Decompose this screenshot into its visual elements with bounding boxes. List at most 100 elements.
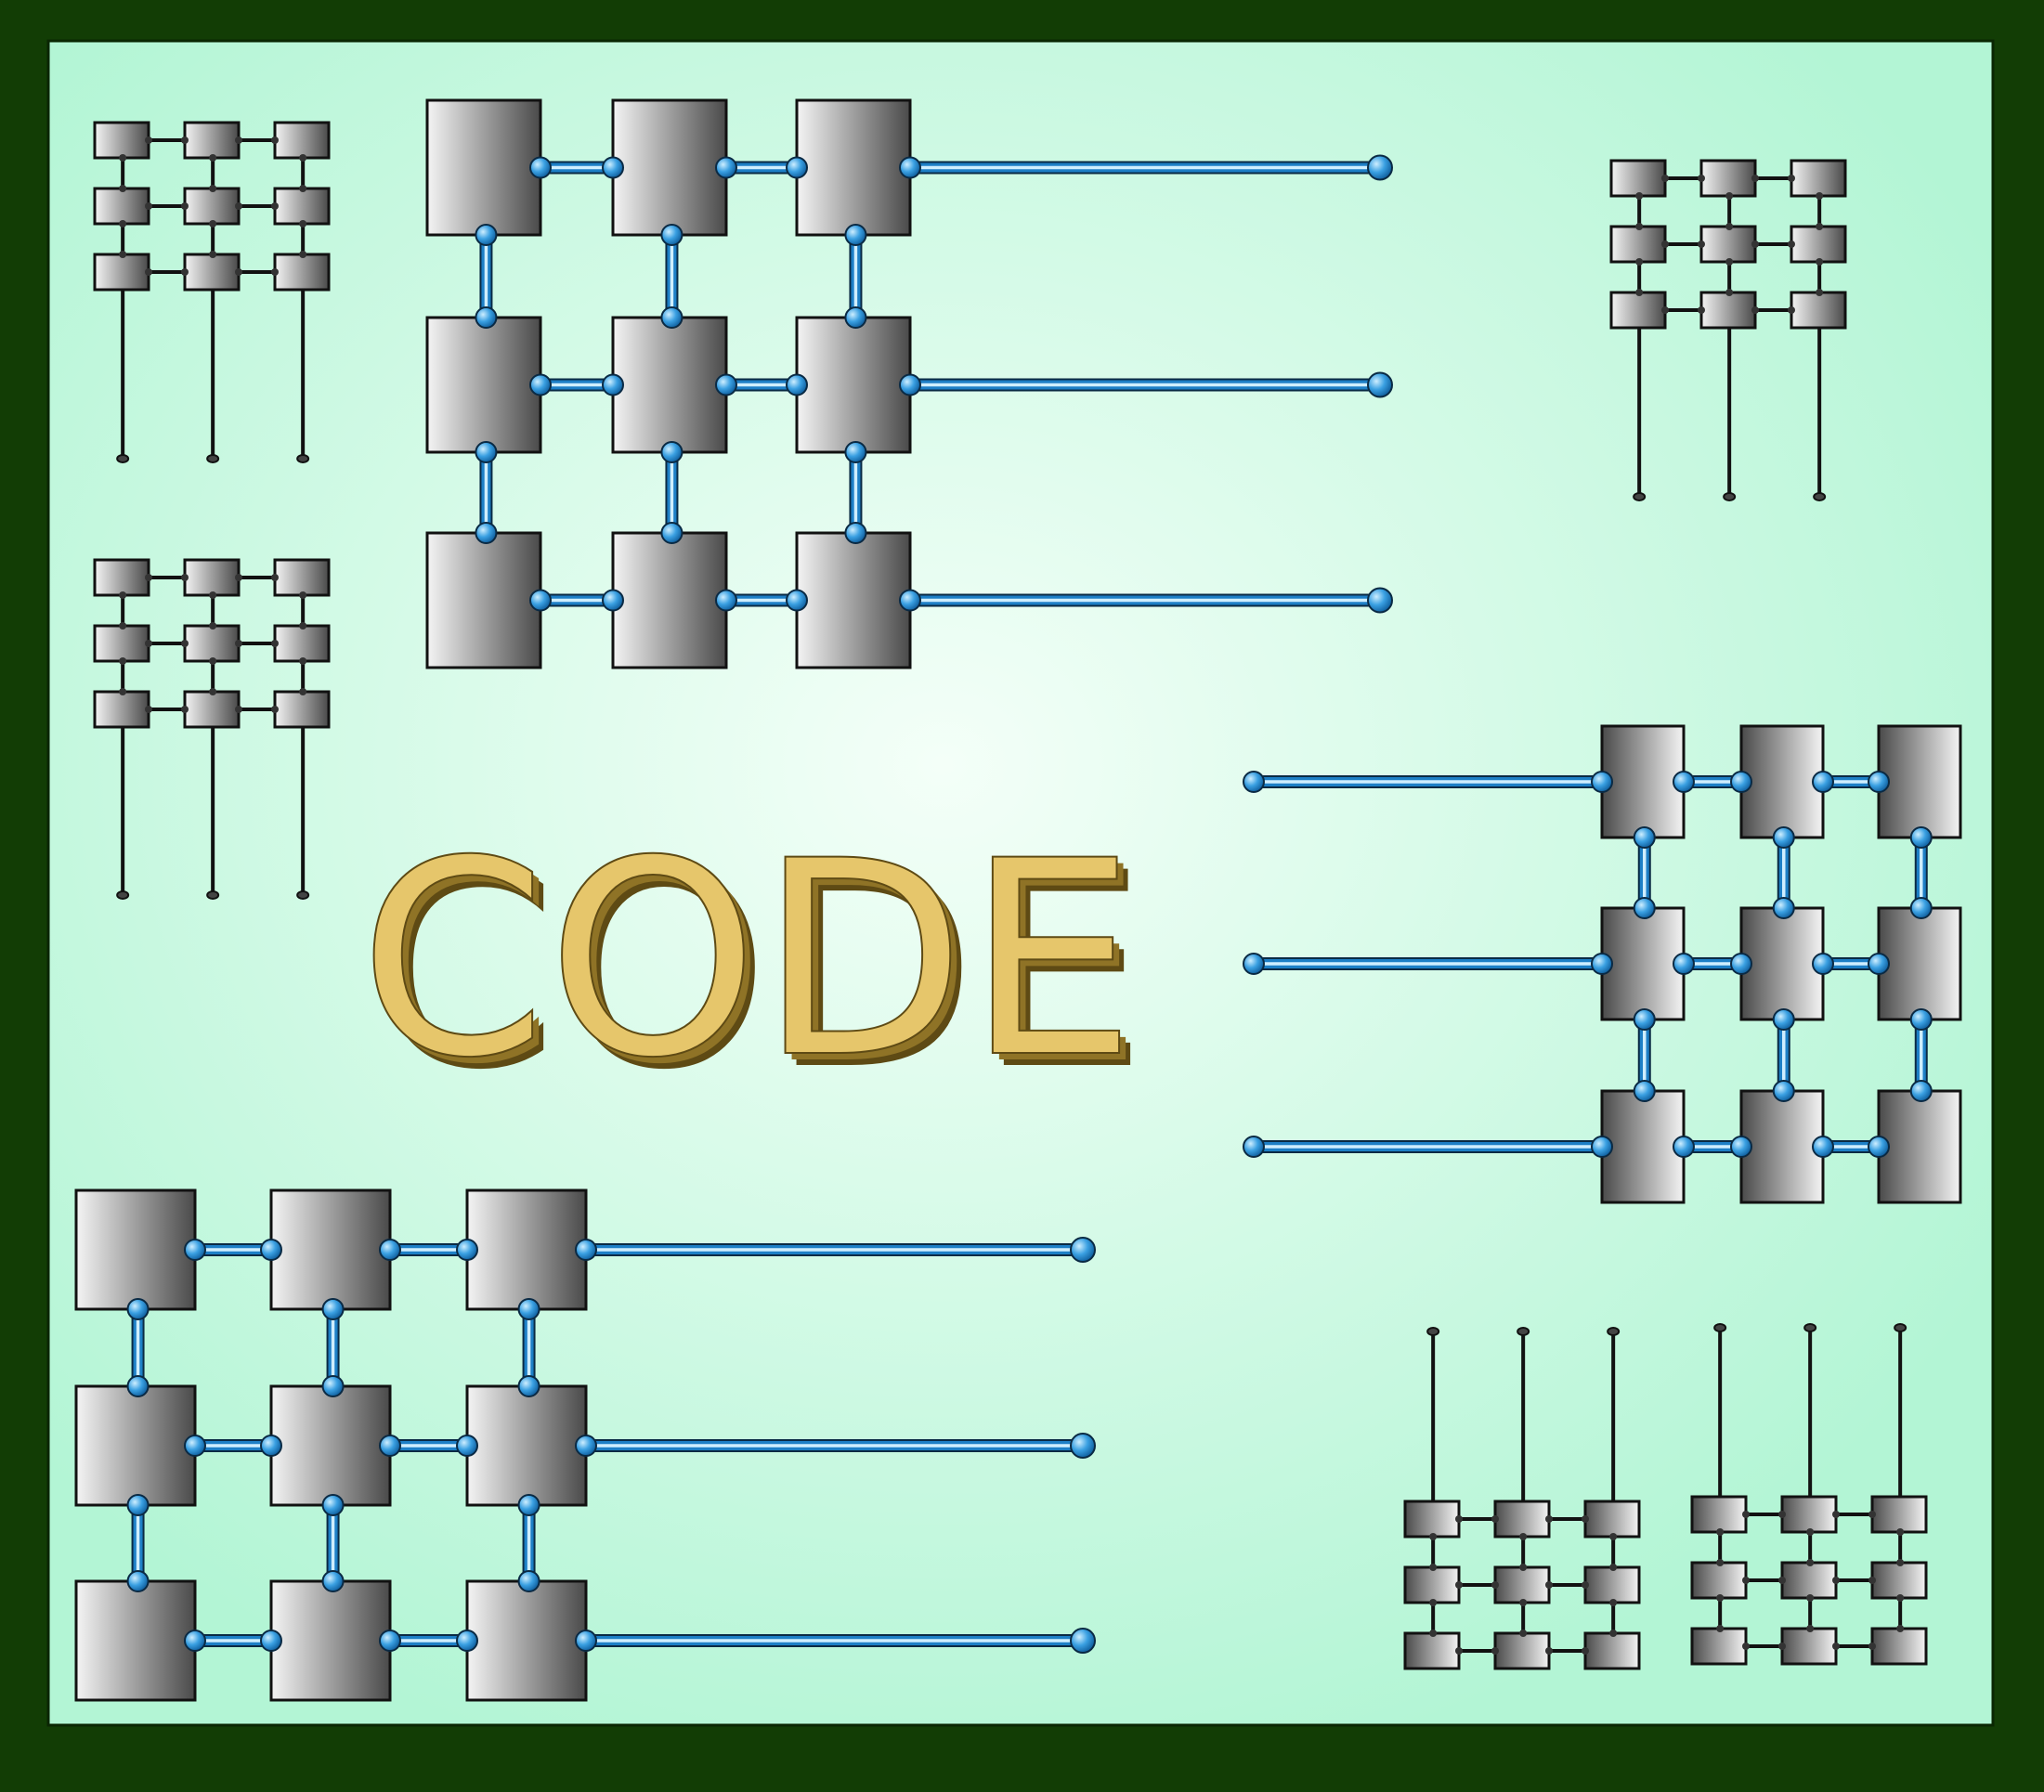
chip: [1790, 291, 1847, 330]
chip: [1609, 291, 1667, 330]
chip: [1780, 1627, 1838, 1666]
node: [1545, 1581, 1553, 1589]
chip: [1600, 724, 1686, 839]
connector-dot: [517, 1494, 540, 1516]
pin-end: [296, 890, 310, 900]
connector-dot: [1868, 953, 1890, 975]
node: [1816, 258, 1824, 266]
chip: [1739, 906, 1825, 1021]
node: [145, 640, 152, 647]
node: [209, 591, 217, 599]
node: [1545, 1647, 1553, 1655]
chip: [273, 690, 331, 729]
connector-dot: [184, 1435, 206, 1457]
pin-end: [1723, 492, 1737, 501]
node: [1868, 1511, 1876, 1518]
node: [145, 136, 152, 144]
pin-end: [296, 454, 310, 463]
pin-end: [1633, 492, 1647, 501]
node: [1832, 1643, 1840, 1650]
connector-dot: [1633, 897, 1656, 919]
node: [1429, 1630, 1438, 1637]
grid-chips: [1690, 1495, 1928, 1666]
chip: [1609, 225, 1667, 264]
grid-nodes: [1713, 1323, 1907, 1650]
chip: [1493, 1631, 1551, 1670]
chip: [93, 187, 150, 226]
node: [1519, 1564, 1528, 1571]
node: [1582, 1647, 1589, 1655]
node: [1725, 258, 1734, 266]
chip: [1699, 291, 1757, 330]
node: [119, 220, 127, 227]
node: [299, 185, 307, 192]
connector-dot: [1070, 1628, 1096, 1654]
chip: [1790, 225, 1847, 264]
node: [1751, 240, 1759, 248]
connector-dot: [899, 589, 921, 612]
chip: [465, 1579, 588, 1702]
small-grid-5: [1690, 1323, 1928, 1666]
connector-dot: [1730, 1136, 1752, 1158]
node: [1725, 289, 1734, 296]
node: [271, 574, 279, 581]
connector-dot: [1367, 371, 1393, 398]
grid-chips: [425, 98, 912, 669]
node: [299, 657, 307, 665]
grid-chips: [93, 558, 331, 729]
node: [119, 185, 127, 192]
pin-end: [1813, 492, 1827, 501]
node: [299, 591, 307, 599]
node: [1429, 1599, 1438, 1606]
node: [1716, 1594, 1725, 1602]
node: [1788, 175, 1795, 182]
connector-dot: [1812, 1136, 1834, 1158]
node: [1751, 175, 1759, 182]
connector-dot: [1591, 953, 1613, 975]
node: [1778, 1511, 1786, 1518]
connector-dot: [475, 306, 498, 329]
connector-dot: [1673, 953, 1695, 975]
chip: [1739, 1089, 1825, 1204]
node: [1609, 1599, 1618, 1606]
code-title-3d: CODE CODE CODE: [358, 803, 1147, 1129]
connector-dot: [844, 441, 867, 463]
node: [1635, 258, 1644, 266]
node: [119, 154, 127, 162]
chip: [183, 558, 241, 597]
chip: [183, 624, 241, 663]
chip: [93, 121, 150, 160]
node: [1742, 1643, 1750, 1650]
node: [145, 706, 152, 713]
node: [1491, 1581, 1499, 1589]
node: [209, 251, 217, 258]
chip: [1403, 1500, 1461, 1539]
node: [181, 268, 189, 276]
connector-dot: [1772, 1080, 1795, 1102]
chip: [1877, 906, 1962, 1021]
chip: [465, 1188, 588, 1311]
node: [1868, 1577, 1876, 1584]
pin-end: [1894, 1323, 1907, 1332]
chip: [93, 624, 150, 663]
connector-dot: [379, 1630, 401, 1652]
node: [1896, 1528, 1905, 1536]
node: [119, 622, 127, 630]
chip: [74, 1188, 197, 1311]
connector-dot: [321, 1570, 345, 1592]
connector-dot: [1812, 771, 1834, 793]
chip: [1403, 1631, 1461, 1670]
chip: [273, 253, 331, 292]
grid-nodes: [116, 574, 310, 900]
connector-dot: [126, 1298, 150, 1320]
node: [1429, 1564, 1438, 1571]
chip: [269, 1384, 392, 1507]
node: [1519, 1533, 1528, 1540]
chip: [795, 98, 912, 237]
node: [209, 688, 217, 695]
node: [209, 185, 217, 192]
node: [1455, 1647, 1463, 1655]
chip: [1583, 1565, 1641, 1604]
circuit-boards: [74, 98, 1962, 1702]
